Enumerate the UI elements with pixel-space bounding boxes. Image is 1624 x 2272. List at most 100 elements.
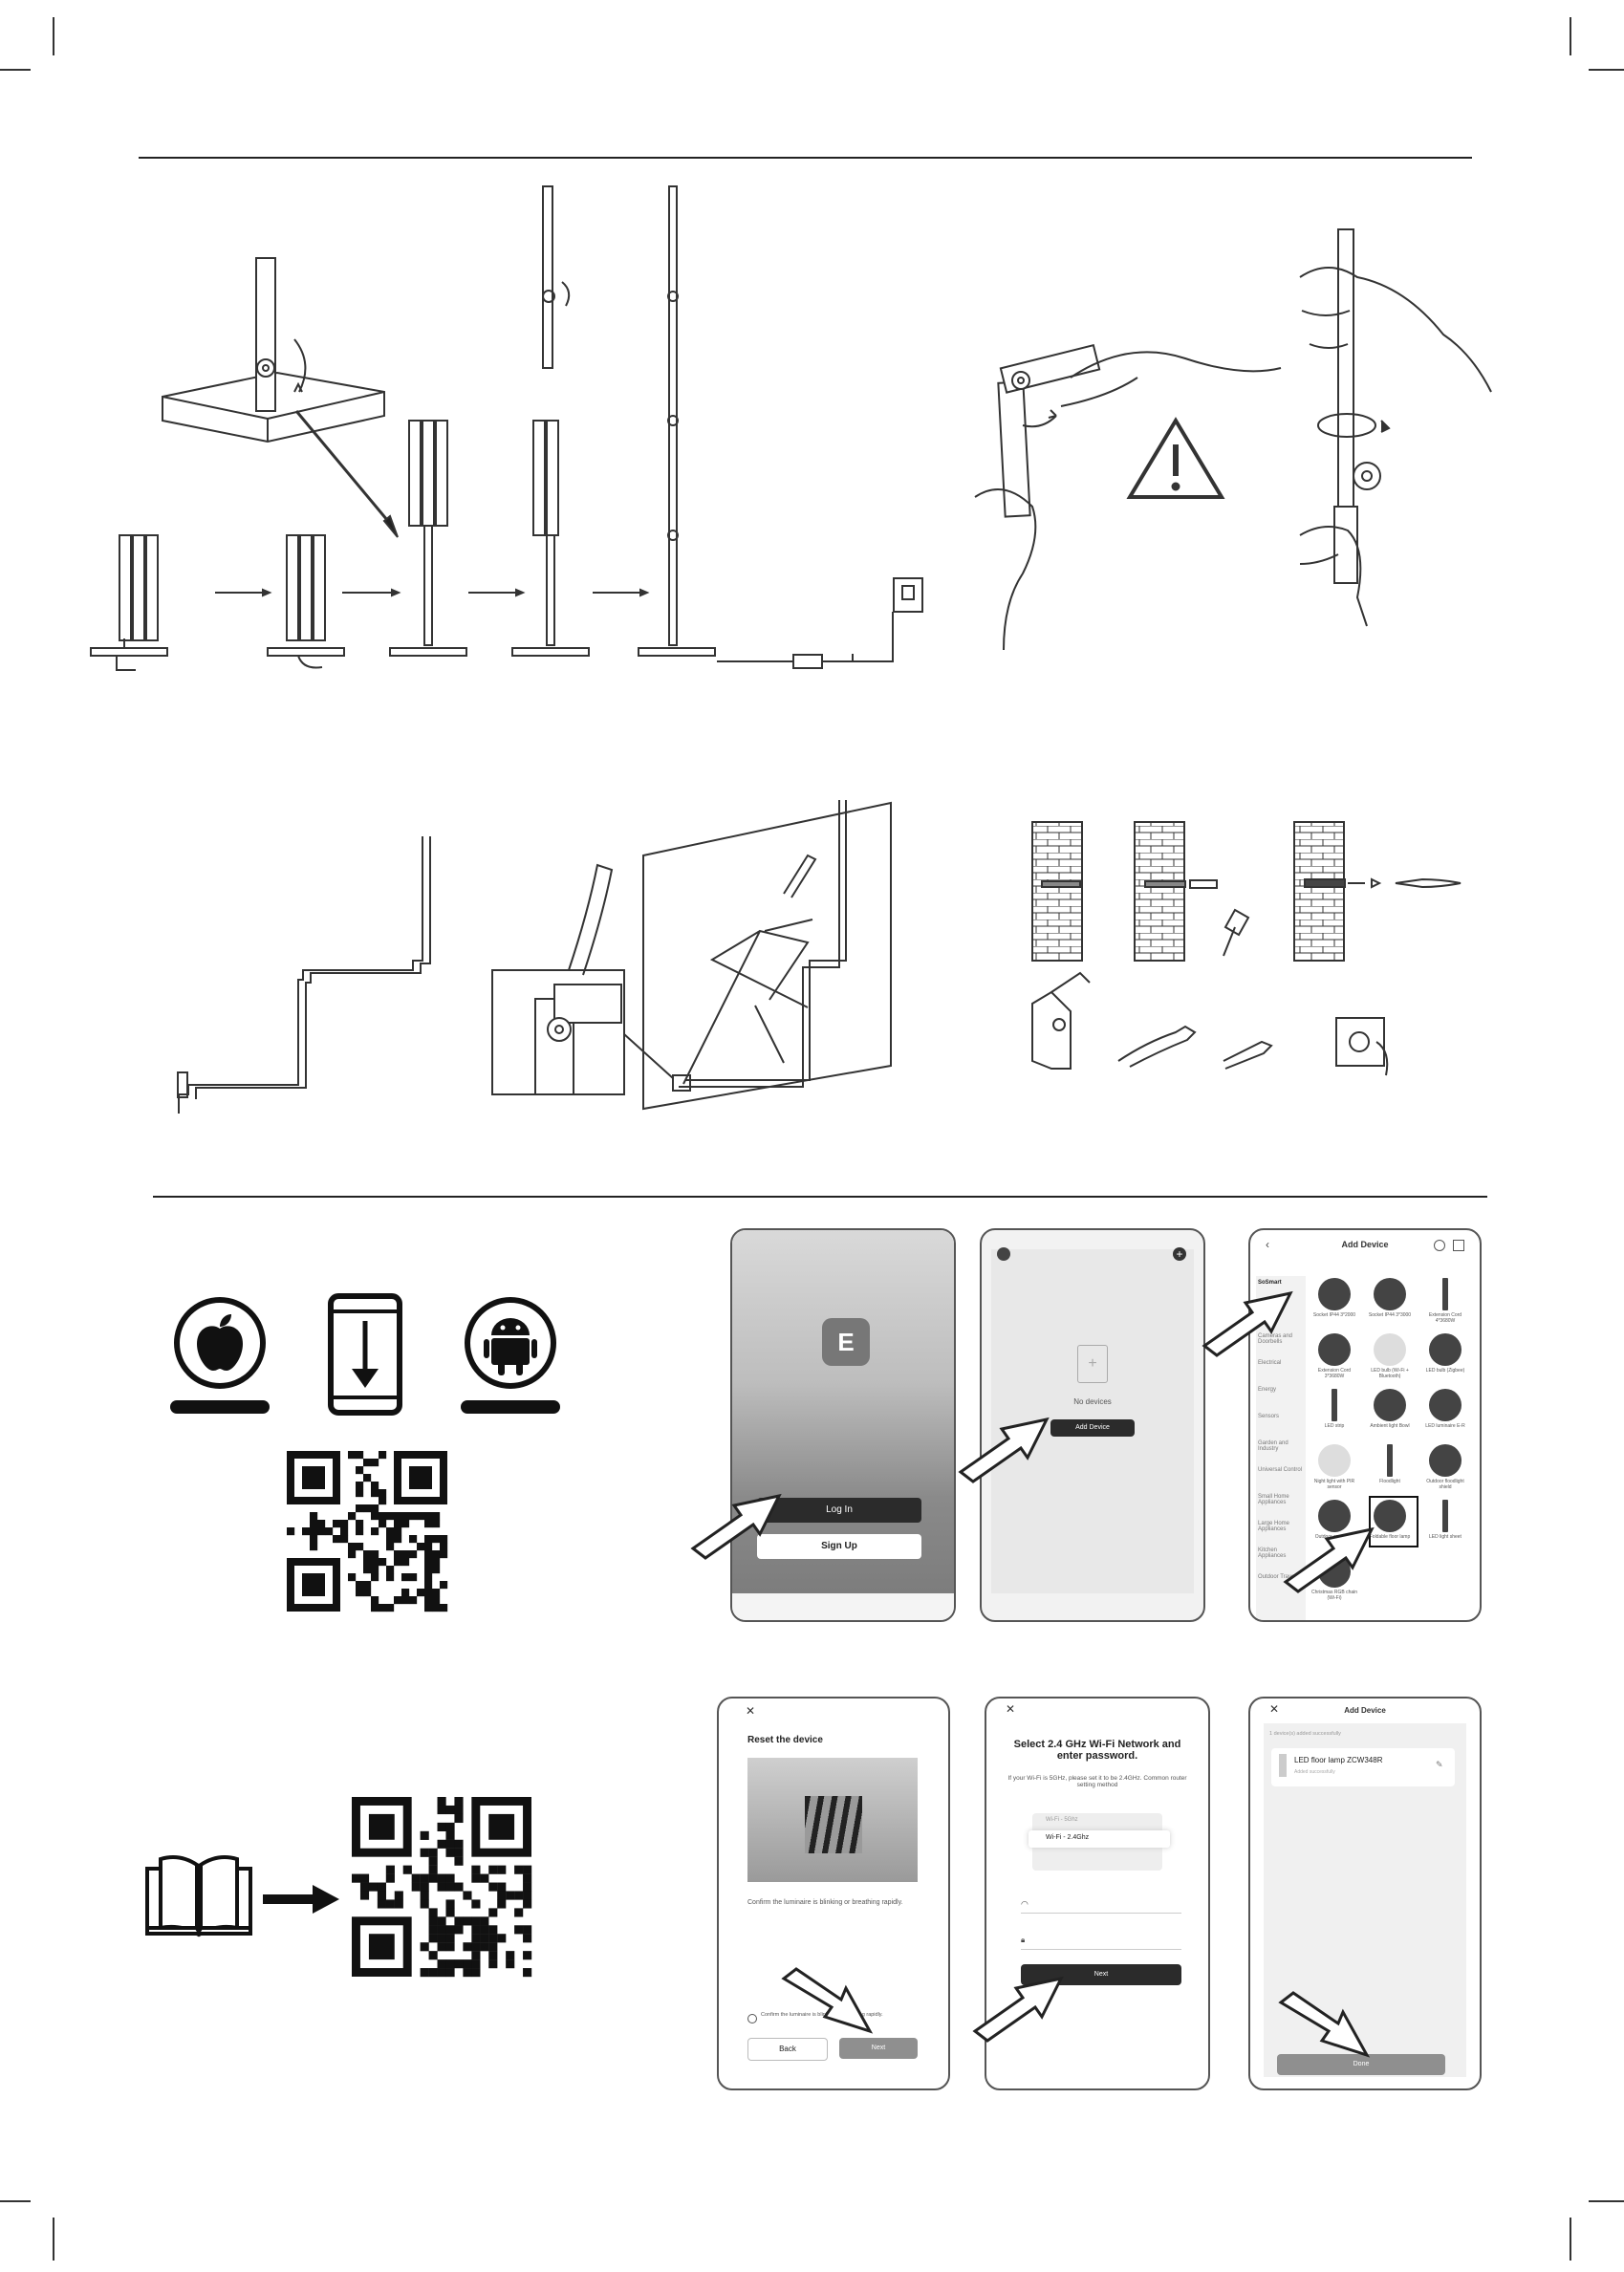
done-button[interactable]: Done — [1277, 2054, 1445, 2075]
qr-module — [424, 1573, 433, 1582]
category-item[interactable]: Electrical — [1258, 1360, 1282, 1366]
confirm-checkbox-label: Confirm the luminaire is blinking or bre… — [761, 2012, 883, 2018]
device-type-item[interactable]: Outdoor floodlight shield — [1420, 1444, 1470, 1490]
qr-module — [371, 1558, 379, 1567]
qr-module — [471, 1951, 481, 1960]
qr-module — [454, 1925, 464, 1935]
qr-module — [385, 1899, 395, 1909]
qr-module — [454, 1856, 464, 1866]
device-type-item[interactable]: LED luminaire E-R — [1420, 1389, 1470, 1429]
back-chevron-icon[interactable]: ‹ — [1266, 1238, 1269, 1251]
device-type-icon — [1429, 1389, 1462, 1421]
qr-module — [310, 1535, 318, 1544]
category-item[interactable]: Garden and Industry — [1258, 1440, 1288, 1452]
section-rule-middle — [153, 1196, 1487, 1198]
category-item[interactable]: SoSmart — [1258, 1280, 1282, 1286]
qr-module — [488, 1908, 498, 1917]
qr-module — [385, 1865, 395, 1874]
add-device-button[interactable]: Add Device — [1050, 1419, 1135, 1437]
qr-module — [363, 1459, 372, 1467]
qr-module — [356, 1504, 364, 1513]
device-type-item[interactable]: Socket IP44 3*3000 — [1365, 1278, 1415, 1318]
category-item[interactable]: Universal Control — [1258, 1467, 1303, 1473]
settings-icon[interactable] — [1434, 1240, 1445, 1251]
qr-module — [371, 1573, 379, 1582]
wifi-option-24ghz[interactable]: Wi-Fi - 2.4Ghz — [1046, 1834, 1090, 1841]
category-item[interactable]: Large Home Appliances — [1258, 1521, 1290, 1532]
qr-module — [401, 1558, 410, 1567]
login-button[interactable]: Log In — [757, 1498, 921, 1523]
category-item[interactable]: Kitchen Appliances — [1258, 1547, 1287, 1559]
device-card[interactable]: LED floor lamp ZCW348R Added successfull… — [1271, 1748, 1455, 1786]
qr-module — [463, 1891, 472, 1900]
qr-module — [411, 1882, 421, 1892]
category-item[interactable]: Cameras and Doorbells — [1258, 1333, 1293, 1345]
device-type-label: LED strip — [1324, 1423, 1345, 1429]
qr-module — [523, 1968, 532, 1978]
avatar-icon[interactable] — [997, 1247, 1010, 1261]
qr-module — [359, 1891, 370, 1900]
add-icon[interactable]: + — [1173, 1247, 1186, 1261]
device-type-item[interactable]: Socket IP44 3*2000 — [1310, 1278, 1359, 1318]
device-type-item[interactable]: LED light sheet — [1420, 1500, 1470, 1540]
wifi-option-row[interactable] — [1029, 1830, 1170, 1848]
category-item[interactable]: Sensors — [1258, 1414, 1280, 1419]
qr-module — [377, 1882, 386, 1892]
signup-button[interactable]: Sign Up — [757, 1534, 921, 1559]
device-type-item[interactable]: LED bulb (Wi-Fi + Bluetooth) — [1365, 1333, 1415, 1379]
qr-module — [420, 1899, 429, 1909]
qr-module — [379, 1489, 387, 1498]
device-type-item[interactable]: Extension Cord 3*3680W — [1310, 1333, 1359, 1379]
wifi-field-line[interactable] — [1021, 1913, 1181, 1914]
qr-module — [428, 1934, 438, 1943]
edit-icon[interactable]: ✎ — [1436, 1760, 1443, 1769]
device-type-icon — [1374, 1500, 1406, 1532]
category-item[interactable]: Energy — [1258, 1387, 1277, 1393]
qr-module — [428, 1865, 438, 1874]
qr-module — [356, 1581, 364, 1590]
close-icon[interactable]: ✕ — [746, 1704, 756, 1718]
wifi-icon: ◠ — [1021, 1899, 1029, 1909]
app-qr-code — [287, 1451, 448, 1612]
device-type-icon — [1374, 1333, 1406, 1366]
back-button[interactable]: Back — [747, 2038, 828, 2061]
reset-body-text: Confirm the luminaire is blinking or bre… — [747, 1899, 903, 1906]
phone-done-screen: ✕ Add Device 1 device(s) added successfu… — [1248, 1697, 1482, 2090]
qr-module — [409, 1573, 418, 1582]
qr-module — [432, 1550, 441, 1559]
device-type-item[interactable]: LED bulb (Zigbee) — [1420, 1333, 1470, 1374]
qr-module — [437, 1934, 446, 1943]
qr-module — [445, 1822, 455, 1831]
qr-module — [440, 1581, 448, 1590]
wall-drill-illustration — [1031, 821, 1462, 1076]
category-item[interactable]: Outdoor Travel — [1258, 1574, 1296, 1580]
category-item[interactable]: Small Home Appliances — [1258, 1494, 1289, 1505]
device-type-item[interactable]: LED strip — [1310, 1389, 1359, 1429]
qr-module — [386, 1573, 395, 1582]
qr-module — [368, 1882, 379, 1892]
close-icon[interactable]: ✕ — [1269, 1702, 1280, 1716]
qr-module — [437, 1805, 446, 1815]
pointer-arrow-icon — [1283, 1526, 1375, 1593]
device-type-label: Socket IP44 3*3000 — [1368, 1312, 1412, 1318]
pointer-arrow-icon — [1202, 1290, 1293, 1357]
confirm-checkbox[interactable] — [747, 2014, 757, 2023]
wifi-option-5ghz[interactable]: Wi-Fi - 5Ghz — [1046, 1817, 1078, 1823]
device-type-item[interactable]: Extension Cord 4*3680W — [1420, 1278, 1470, 1324]
qr-module — [454, 1882, 464, 1892]
device-type-item[interactable]: Floodlight — [1365, 1444, 1415, 1484]
device-type-item[interactable]: Ambient light Bowl — [1365, 1389, 1415, 1429]
scan-icon[interactable] — [1453, 1240, 1464, 1251]
qr-module — [385, 1873, 395, 1883]
device-type-label: Christmas RGB chain (Wi-Fi) — [1310, 1590, 1358, 1601]
login-bottom-bar — [732, 1593, 954, 1620]
qr-module — [437, 1873, 446, 1883]
device-type-item[interactable]: Foldable floor lamp — [1365, 1500, 1415, 1540]
close-icon[interactable]: ✕ — [1006, 1702, 1016, 1716]
qr-module — [445, 1899, 455, 1909]
password-field-line[interactable] — [1021, 1949, 1181, 1950]
next-button[interactable]: Next — [839, 2038, 918, 2059]
qr-module — [409, 1596, 418, 1605]
device-type-item[interactable]: Night light with PIR sensor — [1310, 1444, 1359, 1490]
device-name: LED floor lamp ZCW348R — [1294, 1756, 1383, 1764]
